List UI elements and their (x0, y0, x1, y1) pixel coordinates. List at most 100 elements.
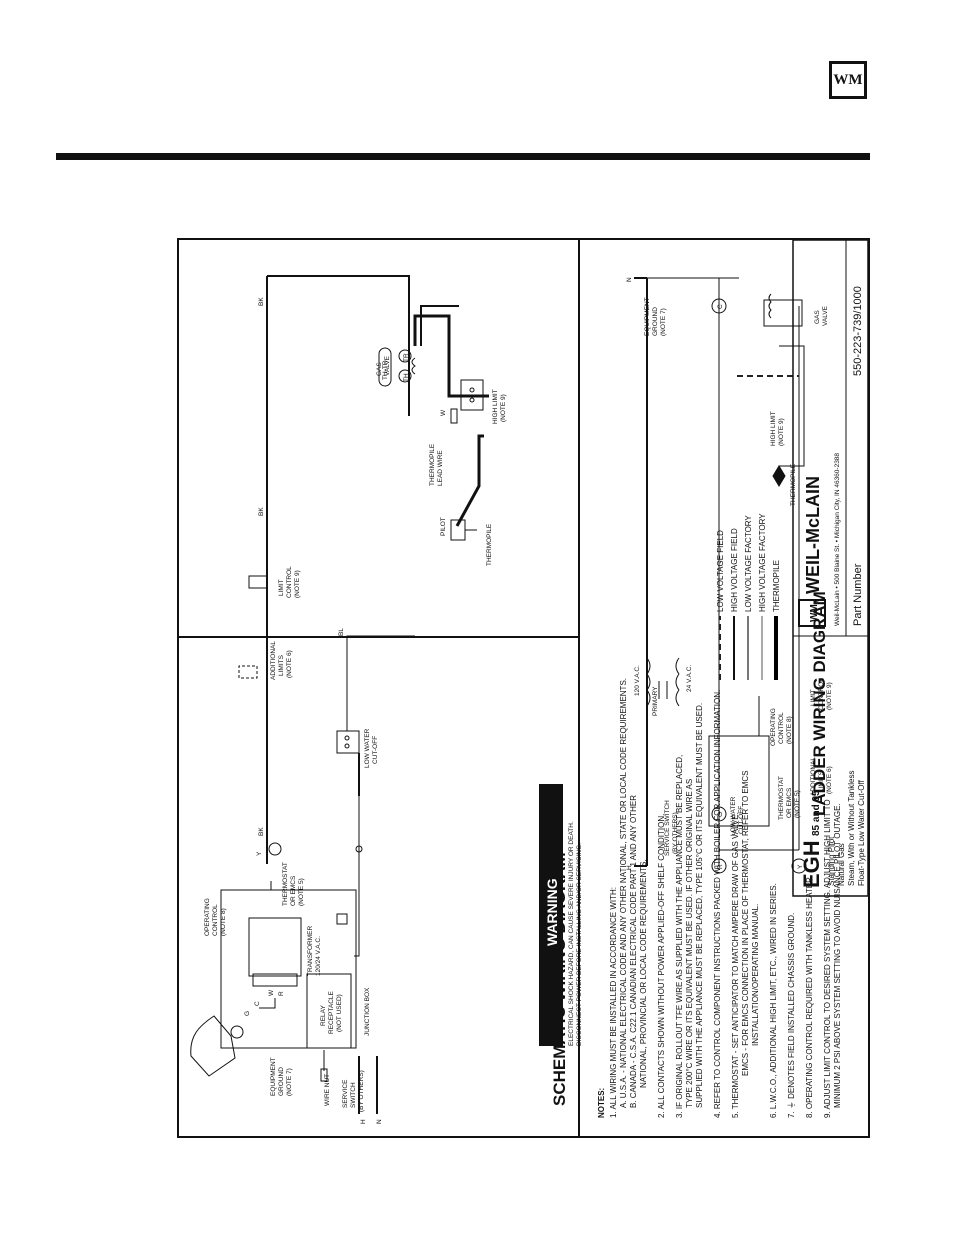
wiring-diagram-svg: LOW VOLTAGE FIELD HIGH VOLTAGE FIELD LOW… (179, 239, 869, 1136)
note-line: B. CANADA - C.S.A. C22.1 CANADIAN ELECTR… (629, 795, 638, 1108)
low-water-cutoff-box (336, 730, 360, 754)
wire-y-label: Y (256, 851, 263, 856)
thermostat-terminal-bottom (268, 842, 282, 856)
ladder-primary-coil (646, 657, 651, 707)
additional-limits-label: LIMITS (278, 654, 285, 676)
gas-valve-thtr-label: TH-TR (382, 360, 389, 380)
additional-limits-label: (NOTE 6) (286, 650, 293, 678)
ladder-service-switch-label: (BY OTHERS) (672, 812, 679, 854)
cable-jacket (190, 1015, 236, 1077)
notes-heading: NOTES: (597, 1088, 606, 1118)
note-line: 7. ⏚ DENOTES FIELD INSTALLED CHASSIS GRO… (787, 913, 796, 1118)
ladder-gas-valve-coil (768, 293, 772, 319)
ladder-node-g-label: G (717, 812, 724, 817)
wire-w-label: W (268, 989, 275, 996)
legend-label-thermopile: THERMOPILE (772, 560, 781, 612)
ladder-gas-valve-label: GAS (814, 310, 821, 324)
wire-nut-label: WIRE NUT (324, 1074, 331, 1106)
note-line: 1. ALL WIRING MUST BE INSTALLED IN ACCOR… (609, 887, 618, 1118)
wire-bk-label: BK (258, 827, 265, 836)
wire-bk-gas-valve (267, 275, 410, 416)
equipment-ground-label: (NOTE 7) (286, 1068, 293, 1096)
ladder-node-g (711, 806, 727, 822)
wire-thermopile-w2 (420, 305, 459, 346)
ladder-operating-label: CONTROL (778, 712, 785, 744)
ladder-thermostat-box (708, 735, 770, 827)
title-block: EGH 85 and 95 Standing Pilot Natural Gas… (792, 239, 869, 897)
ladder-node-r-label: R (717, 864, 724, 869)
equipment-ground-label: GROUND (278, 1067, 285, 1096)
transformer-label: 120/24 V.A.C. (315, 936, 322, 976)
legend-label-low-voltage-field: LOW VOLTAGE FIELD (716, 530, 725, 612)
wiring-diagram-sheet: LOW VOLTAGE FIELD HIGH VOLTAGE FIELD LOW… (177, 238, 870, 1138)
thermostat-label: OR EMCS (290, 875, 297, 906)
gas-valve-label: VALVE (384, 355, 391, 376)
brand-logo-top: WM (829, 61, 867, 99)
ladder-low-water-label: CUT-OFF (738, 806, 745, 834)
header-rule (56, 153, 870, 160)
terminal-h-label: H (360, 1119, 367, 1124)
note-line: 8. OPERATING CONTROL REQUIRED WITH TANKL… (805, 875, 814, 1118)
ladder-limit-label: (NOTE 9) (826, 682, 833, 710)
note-line: 9. ADJUST LIMIT CONTROL TO DESIRED SYSTE… (823, 799, 832, 1118)
lwco-terminal-1 (344, 743, 350, 749)
warning-title: WARNING (544, 878, 560, 946)
gas-valve-label: GAS (376, 362, 383, 376)
ladder-additional-label: (NOTE 6) (826, 766, 833, 794)
ladder-service-switch-label: SERVICE SWITCH (664, 800, 671, 856)
wire-w-label: W (440, 409, 447, 416)
warning-line-2: DISCONNECT POWER BEFORE INSTALLING AND/O… (576, 843, 583, 1046)
ladder-120v-label: 120 V.A.C. (634, 665, 641, 696)
additional-limits-label: ADDITIONAL (270, 641, 277, 680)
ladder-node-y (791, 858, 807, 874)
ladder-n-label: N (626, 277, 633, 282)
ladder-high-limit-loop (779, 345, 805, 467)
relay-label: RELAY (320, 1005, 327, 1026)
gas-valve-tr-terminal (398, 349, 412, 363)
service-switch-label: SERVICE (342, 1079, 349, 1108)
ladder-thermostat-label: OR EMCS (786, 787, 793, 818)
wire-bk-label: BK (258, 297, 265, 306)
limit-control-label: (NOTE 9) (294, 570, 301, 598)
thermopile-lead-connector (450, 408, 458, 424)
wire-bl (346, 635, 415, 731)
legend-label-low-voltage-factory: LOW VOLTAGE FACTORY (744, 515, 753, 612)
ladder-operating-label: (NOTE 8) (786, 716, 793, 744)
note-line: MINIMUM 2 PSI ABOVE SYSTEM SETTING TO AV… (833, 803, 842, 1108)
transformer-core (252, 973, 298, 987)
gas-valve-coil (411, 357, 416, 375)
model-feature: Standing Pilot (827, 836, 836, 886)
part-number: 550-223-739/1000 (852, 286, 864, 376)
wire-c-label: C (254, 1001, 261, 1006)
relay-receptacle (306, 973, 352, 1049)
wire-w (259, 998, 276, 1009)
additional-limits-box (238, 665, 258, 679)
ladder-high-limit-label: HIGH LIMIT (770, 411, 777, 446)
wire-thermopile-lead (455, 434, 484, 527)
transformer-block (248, 917, 302, 977)
model-feature: Float-Type Low Water Cut-Off (857, 779, 866, 886)
equipment-ground-terminal (336, 913, 348, 925)
ladder-high-limit-label: (NOTE 9) (778, 418, 785, 446)
model-name: EGH (799, 840, 824, 888)
ladder-node-y-label: Y (797, 864, 804, 869)
legend-label-high-voltage-field: HIGH VOLTAGE FIELD (730, 528, 739, 612)
gas-valve-th-tr-terminal (378, 347, 392, 387)
pilot-label: PILOT (440, 517, 447, 536)
ladder-title: LADDER WIRING DIAGRAM (810, 591, 829, 816)
note-line: 4. REFER TO CONTROL COMPONENT INSTRUCTIO… (713, 690, 722, 1118)
note-line: 5. THERMOSTAT - SET ANTICIPATOR TO MATCH… (731, 812, 740, 1118)
ladder-24v-label: 24 V.A.C. (686, 665, 693, 692)
equipment-ground-label: EQUIPMENT (270, 1057, 277, 1096)
brand-logo-text: WM (809, 604, 820, 622)
wire-g-label: G (244, 1011, 251, 1016)
brand-name: WEIL-McLAIN (803, 476, 823, 594)
thermostat-label: THERMOSTAT (282, 862, 289, 906)
ladder-low-water-label: LOW WATER (730, 796, 737, 836)
operating-control-label: OPERATING (204, 898, 211, 936)
wire-bk-label: BK (258, 507, 265, 516)
high-limit-label: HIGH LIMIT (492, 389, 499, 424)
relay-label: (NOT USED) (336, 994, 343, 1032)
junction-box-label: JUNCTION BOX (364, 987, 371, 1036)
part-number-label: Part Number (852, 563, 864, 626)
